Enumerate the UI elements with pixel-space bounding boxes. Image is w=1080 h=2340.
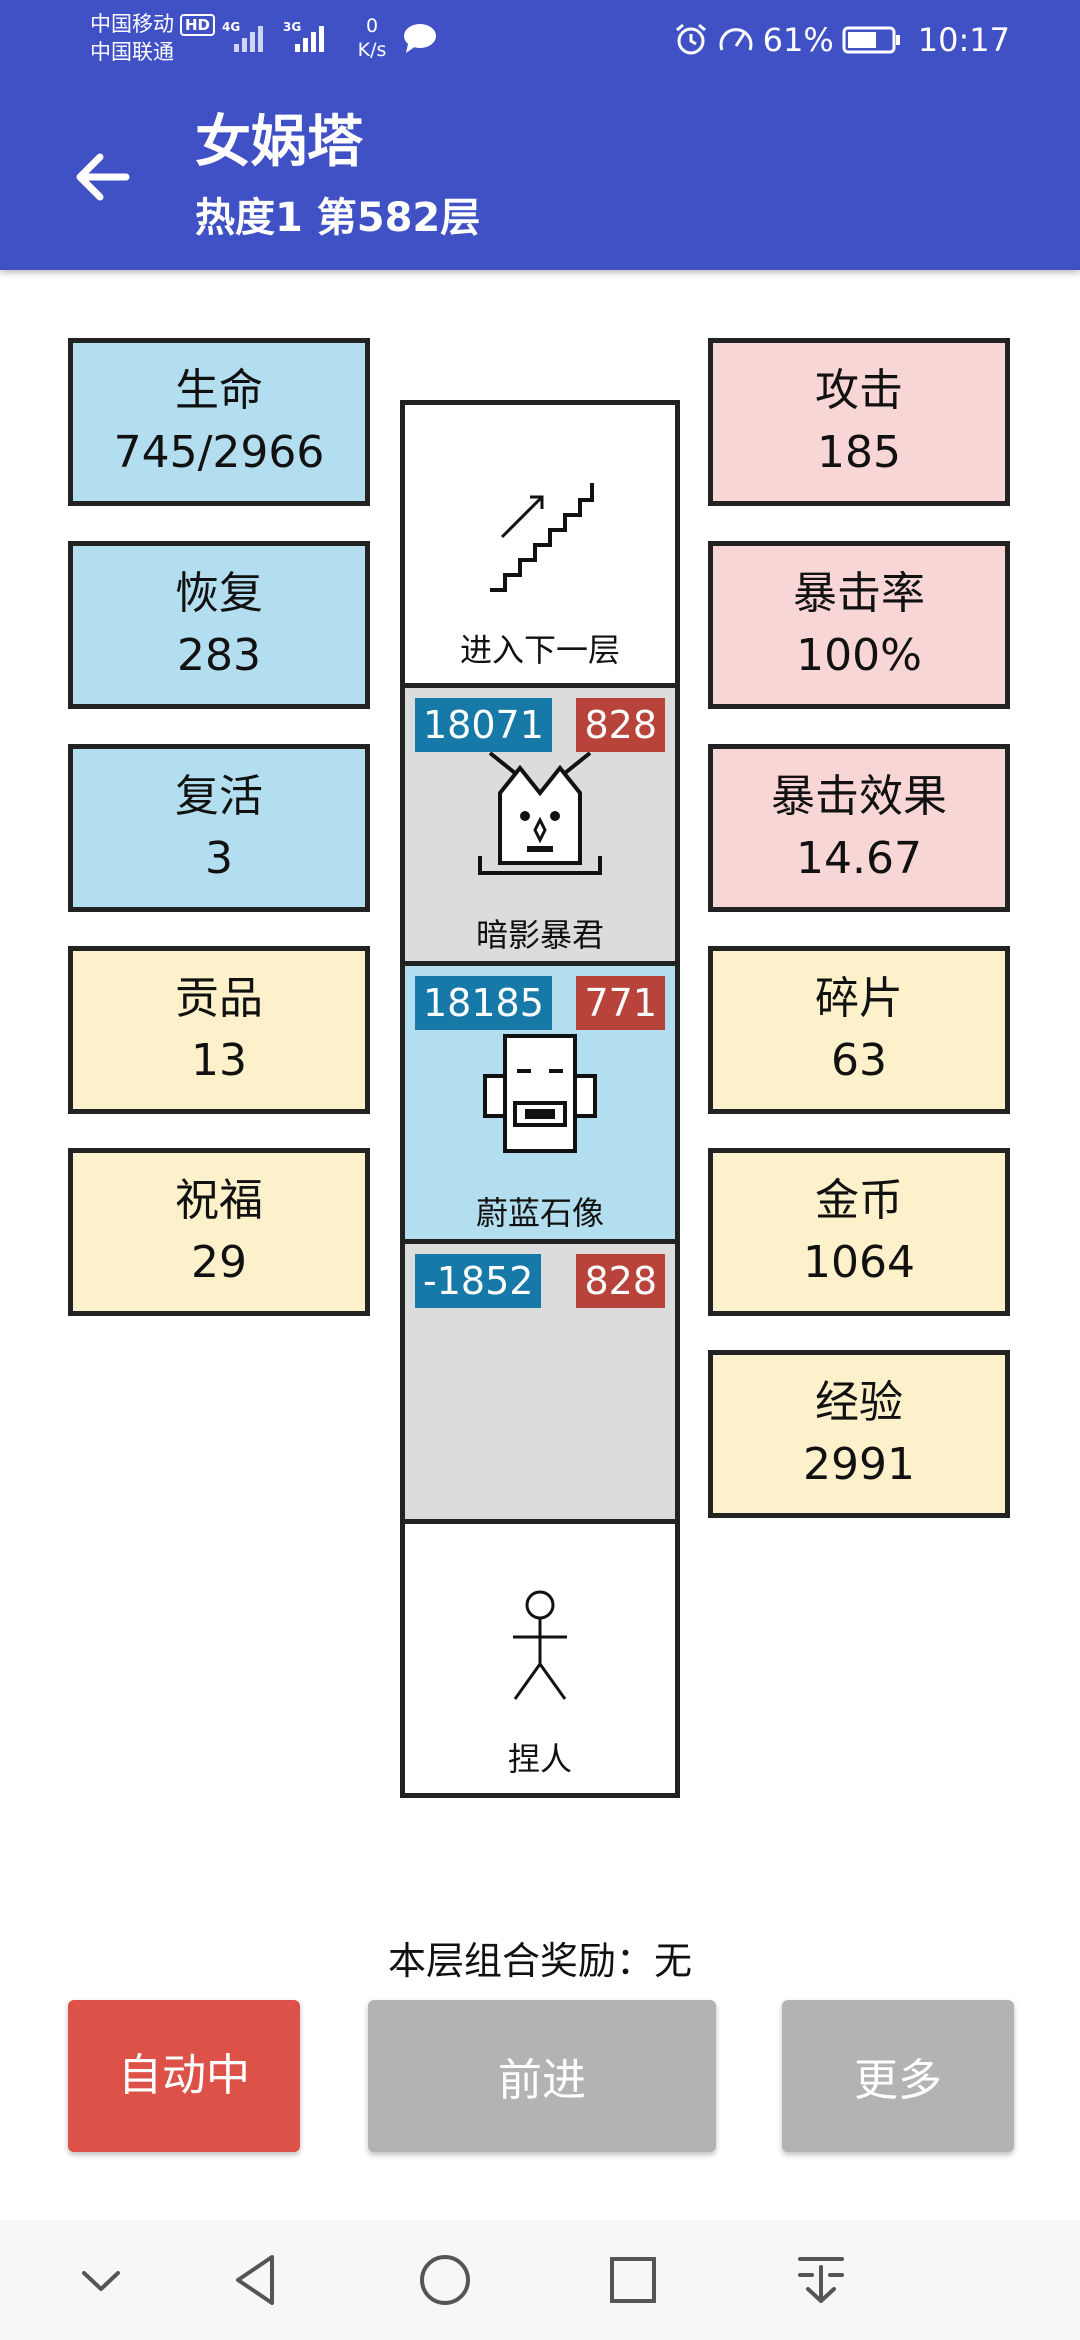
page-title: 女娲塔 bbox=[195, 110, 363, 175]
more-button[interactable]: 更多 bbox=[782, 2000, 1014, 2152]
carrier-2: 中国联通 bbox=[90, 40, 174, 64]
tower-cell-player[interactable]: 捏人 bbox=[405, 1524, 675, 1793]
stat-blessing: 祝福 29 bbox=[68, 1148, 370, 1316]
stat-crit-rate: 暴击率 100% bbox=[708, 541, 1010, 709]
back-triangle-icon[interactable] bbox=[222, 2245, 292, 2315]
stick-figure-icon bbox=[513, 1590, 567, 1700]
speedometer-icon bbox=[719, 28, 753, 51]
page-subtitle: 热度1 第582层 bbox=[195, 195, 481, 241]
clock: 10:17 bbox=[917, 21, 1010, 59]
enemy-attack: 771 bbox=[576, 976, 665, 1030]
network-speed: 0 K/s bbox=[357, 15, 387, 61]
cell-attack: 828 bbox=[576, 1254, 665, 1308]
enemy-name: 暗影暴君 bbox=[475, 916, 604, 954]
stat-fragments: 碎片 63 bbox=[708, 946, 1010, 1114]
signal-4g-icon: 4G bbox=[222, 20, 272, 60]
enemy-name: 蔚蓝石像 bbox=[475, 1194, 604, 1232]
tower-cell-enemy-azure-statue[interactable]: 18185 771 蔚蓝石像 bbox=[405, 966, 675, 1244]
back-arrow-icon[interactable] bbox=[70, 145, 134, 209]
auto-button[interactable]: 自动中 bbox=[68, 2000, 300, 2152]
home-circle-icon[interactable] bbox=[410, 2245, 480, 2315]
battery-icon bbox=[842, 26, 900, 54]
status-right: 61% 10:17 bbox=[673, 18, 1010, 62]
stat-crit-effect: 暴击效果 14.67 bbox=[708, 744, 1010, 912]
stat-revive: 复活 3 bbox=[68, 744, 370, 912]
stone-statue-icon bbox=[483, 1034, 597, 1153]
carrier-info: 中国移动 中国联通 bbox=[90, 10, 174, 66]
tower-column: 进入下一层 18071 828 暗影暴君 18185 771 蔚蓝石像 bbox=[400, 400, 680, 1798]
stat-experience: 经验 2991 bbox=[708, 1350, 1010, 1518]
combo-bonus: 本层组合奖励：无 bbox=[387, 1939, 692, 1983]
recents-square-icon[interactable] bbox=[598, 2245, 668, 2315]
stat-attack: 攻击 185 bbox=[708, 338, 1010, 506]
chat-icon bbox=[404, 24, 436, 53]
alarm-icon bbox=[675, 23, 706, 55]
chevron-down-icon[interactable] bbox=[66, 2245, 136, 2315]
tower-cell-stairs[interactable]: 进入下一层 bbox=[405, 405, 675, 688]
stat-tribute: 贡品 13 bbox=[68, 946, 370, 1114]
stat-gold: 金币 1064 bbox=[708, 1148, 1010, 1316]
stat-hp: 生命 745/2966 bbox=[68, 338, 370, 506]
carrier-1: 中国移动 bbox=[90, 12, 174, 36]
signal-3g-icon: 3G bbox=[283, 20, 333, 60]
enemy-attack: 828 bbox=[576, 698, 665, 752]
app-header: 中国移动 中国联通 HD 4G 3G 0 K/s bbox=[0, 0, 1080, 270]
notification-pull-down-icon[interactable] bbox=[786, 2245, 856, 2315]
enemy-hp: 18185 bbox=[415, 976, 552, 1030]
status-bar: 中国移动 中国联通 HD 4G 3G 0 K/s bbox=[0, 0, 1080, 80]
shadow-tyrant-icon bbox=[478, 751, 602, 875]
stat-recovery: 恢复 283 bbox=[68, 541, 370, 709]
tower-cell-empty[interactable]: -1852 828 bbox=[405, 1244, 675, 1524]
battery-percent: 61% bbox=[762, 21, 834, 59]
cell-hp: -1852 bbox=[415, 1254, 542, 1308]
hd-badge: HD bbox=[180, 14, 216, 36]
system-nav-bar bbox=[0, 2220, 1080, 2340]
stairs-label: 进入下一层 bbox=[459, 631, 620, 669]
tower-cell-enemy-shadow-tyrant[interactable]: 18071 828 暗影暴君 bbox=[405, 688, 675, 966]
enemy-hp: 18071 bbox=[415, 698, 552, 752]
stairs-icon bbox=[490, 483, 594, 592]
forward-button[interactable]: 前进 bbox=[368, 2000, 716, 2152]
player-label: 捏人 bbox=[507, 1740, 572, 1778]
